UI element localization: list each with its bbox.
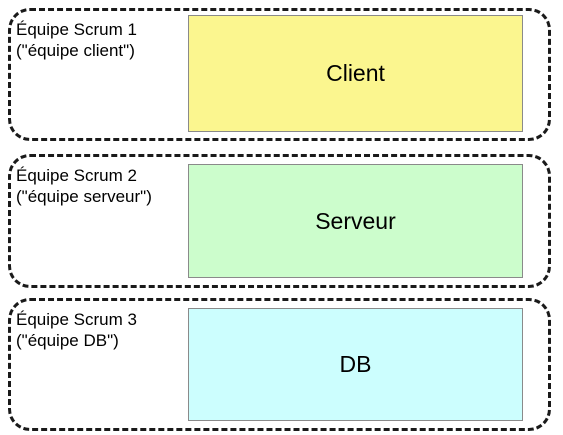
- component-label: Serveur: [315, 207, 396, 234]
- team-alias: ("équipe DB"): [16, 331, 119, 350]
- team-frame-3: Équipe Scrum 3 ("équipe DB") DB: [8, 298, 551, 431]
- component-box-db: DB: [188, 308, 523, 421]
- team-name: Équipe Scrum 2: [16, 166, 137, 185]
- team-caption: Équipe Scrum 1 ("équipe client"): [16, 19, 137, 61]
- team-alias: ("équipe client"): [16, 41, 135, 60]
- component-box-client: Client: [188, 15, 523, 132]
- team-frame-1: Équipe Scrum 1 ("équipe client") Client: [8, 8, 551, 141]
- component-box-server: Serveur: [188, 164, 523, 278]
- team-caption: Équipe Scrum 2 ("équipe serveur"): [16, 165, 152, 207]
- component-label: DB: [339, 351, 372, 377]
- team-alias: ("équipe serveur"): [16, 187, 152, 206]
- team-caption: Équipe Scrum 3 ("équipe DB"): [16, 309, 137, 351]
- team-name: Équipe Scrum 1: [16, 20, 137, 39]
- team-frame-2: Équipe Scrum 2 ("équipe serveur") Serveu…: [8, 154, 551, 288]
- component-label: Client: [326, 60, 385, 86]
- team-name: Équipe Scrum 3: [16, 310, 137, 329]
